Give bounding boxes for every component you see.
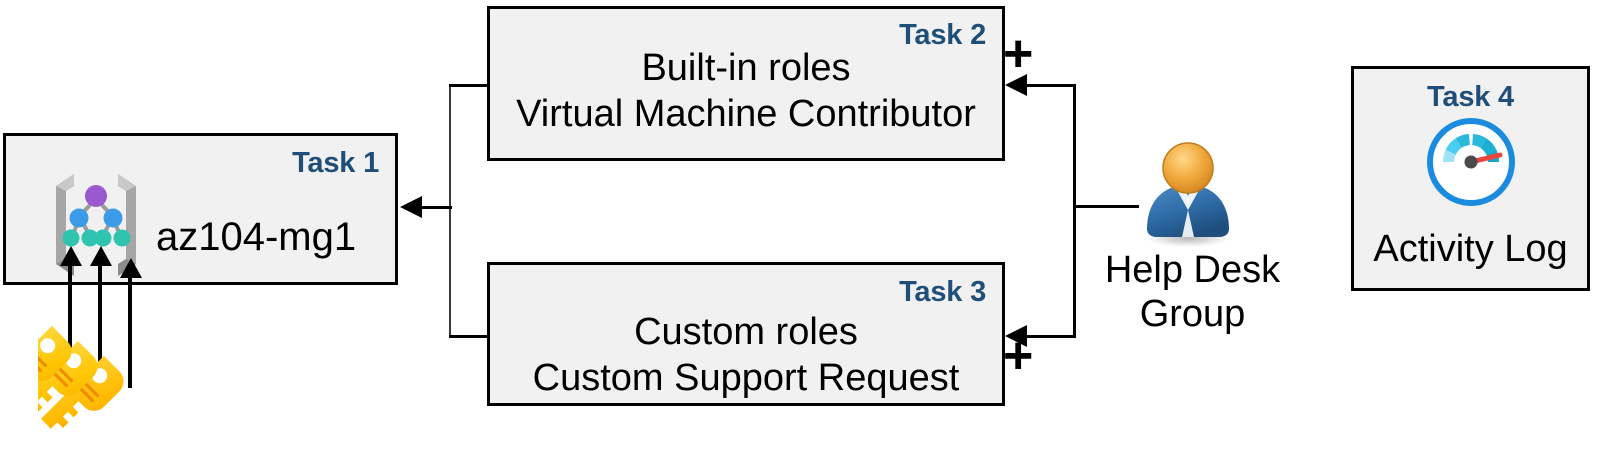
task-1-label: az104-mg1 [156,215,357,259]
task-2-line-2: Virtual Machine Contributor [516,93,976,135]
activity-log-gauge-icon [1427,118,1515,206]
connector-group-stub [1073,205,1139,208]
connector-left-vertical [449,84,451,338]
task-4-label: Activity Log [1373,228,1568,270]
plus-operator-top: + [1003,25,1034,83]
connector-task3-stub [449,335,489,338]
task-2-line-1: Built-in roles [641,47,851,89]
key-arrow-3-head [120,258,142,278]
key-arrow-2-line [98,264,102,368]
connector-task2-stub [449,84,489,87]
plus-operator-bottom: + [1003,327,1034,385]
keys-icon [0,310,158,449]
key-arrow-2-head [90,246,112,266]
task-4-tag: Task 4 [1427,81,1514,113]
task-1-tag: Task 1 [292,147,379,179]
task-3-tag: Task 3 [899,276,986,308]
connector-right-vertical [1073,84,1076,338]
task-2-box[interactable]: Task 2 Built-in roles Virtual Machine Co… [487,6,1005,161]
task-3-box[interactable]: Task 3 Custom roles Custom Support Reque… [487,262,1005,406]
key-arrow-1-head [60,246,82,266]
user-group-icon [1133,140,1243,250]
task-3-line-2: Custom Support Request [532,357,960,399]
arrow-into-task3 [1005,325,1027,347]
task-3-line-1: Custom roles [634,311,858,353]
help-desk-group-label: Help Desk Group [1085,248,1300,336]
help-desk-group-line-1: Help Desk [1104,249,1281,291]
key-arrow-1-line [68,264,72,350]
key-arrow-3-line [128,264,132,388]
connector-to-task3-line [1027,335,1076,338]
connector-to-task1-line [422,206,452,209]
arrow-into-task2 [1005,74,1027,96]
help-desk-group-line-2: Group [1139,293,1246,335]
arrow-into-task1 [400,196,422,218]
task-2-tag: Task 2 [899,19,986,51]
connector-to-task2-line [1027,84,1076,87]
